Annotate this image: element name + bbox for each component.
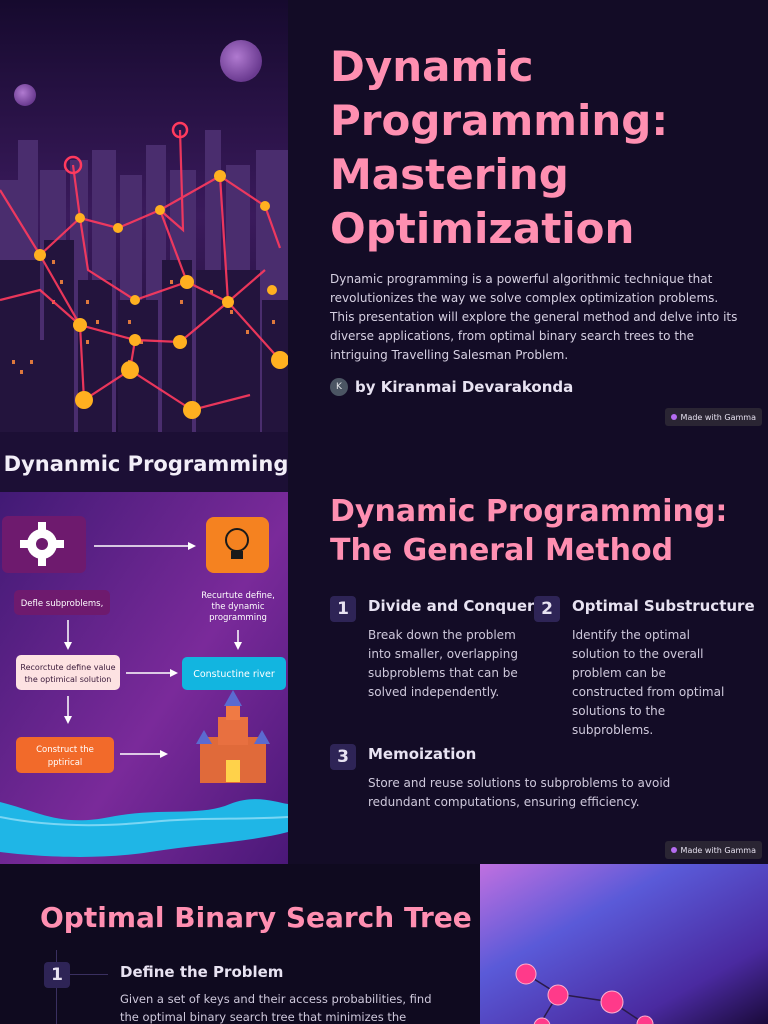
- section-title: Dynamic Programming: The General Method: [330, 494, 728, 568]
- step-body: Identify the optimal solution to the ove…: [572, 628, 725, 737]
- dp-flowchart-illustration: Dynanmic Programming Defle subprob: [0, 432, 288, 864]
- step-heading: Memoization: [368, 745, 477, 763]
- author-byline: K by Kiranmai Devarakonda: [330, 378, 573, 396]
- gamma-logo-icon: [670, 414, 677, 420]
- flow-box-4: Constuctine river: [193, 669, 275, 680]
- step-number: 1: [330, 596, 356, 622]
- slide-optimal-bst: Optimal Binary Search Tree 1 Define the …: [0, 864, 768, 1024]
- slide-general-method: Dynanmic Programming Defle subprob: [0, 432, 768, 864]
- avatar: K: [330, 378, 348, 396]
- bst-illustration: [480, 864, 768, 1024]
- step-body: Given a set of keys and their access pro…: [120, 992, 432, 1024]
- page-title: Dynamic Programming: Mastering Optimizat…: [330, 42, 669, 253]
- castle-icon: [196, 690, 270, 783]
- step-heading: Optimal Substructure: [572, 597, 755, 615]
- section-title: Optimal Binary Search Tree: [40, 901, 472, 934]
- step-number: 1: [44, 962, 70, 988]
- city-network-illustration: [0, 0, 288, 432]
- gamma-logo-icon: [670, 847, 677, 853]
- flow-box-1: Defle subproblems,: [21, 599, 104, 609]
- title-description: Dynamic programming is a powerful algori…: [330, 272, 738, 362]
- badge-label: Made with Gamma: [680, 845, 756, 855]
- step-heading: Divide and Conquer: [368, 597, 535, 615]
- step-number: 2: [534, 596, 560, 622]
- step-body: Store and reuse solutions to subproblems…: [368, 776, 671, 809]
- step-number: 3: [330, 744, 356, 770]
- made-with-gamma-badge[interactable]: Made with Gamma: [664, 841, 762, 859]
- made-with-gamma-badge[interactable]: Made with Gamma: [664, 408, 762, 426]
- step-body: Break down the problem into smaller, ove…: [368, 628, 518, 699]
- badge-label: Made with Gamma: [680, 412, 756, 422]
- gear-icon: [2, 516, 86, 573]
- author-name: by Kiranmai Devarakonda: [355, 378, 574, 396]
- step-heading: Define the Problem: [120, 963, 284, 981]
- slide-title: Dynamic Programming: Mastering Optimizat…: [0, 0, 768, 432]
- timeline-connector: [70, 974, 108, 975]
- lightbulb-icon: [206, 517, 269, 573]
- illustration-heading: Dynanmic Programming: [4, 452, 288, 476]
